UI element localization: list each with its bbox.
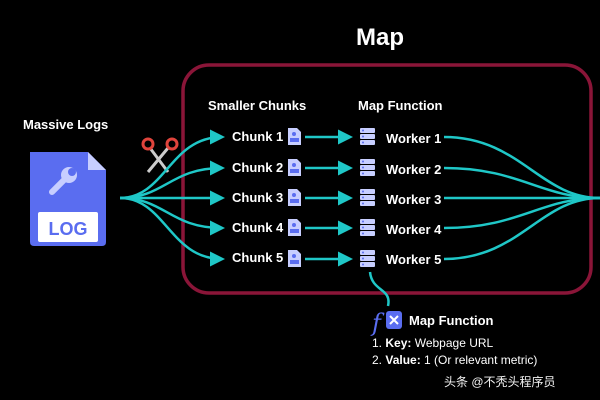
server-icon: [360, 250, 375, 267]
document-icon: [288, 250, 301, 267]
worker-label-2: Worker 2: [386, 162, 442, 177]
item-value: Webpage URL: [411, 336, 494, 350]
function-note-item-2: 2. Value: 1 (Or relevant metric): [372, 353, 537, 367]
chunk-label-3: Chunk 3: [232, 190, 284, 205]
function-note-item-1: 1. Key: Webpage URL: [372, 336, 493, 350]
function-icon: f: [370, 309, 402, 337]
chunk-label-2: Chunk 2: [232, 160, 284, 175]
worker-label-3: Worker 3: [386, 192, 442, 207]
worker-label-4: Worker 4: [386, 222, 442, 237]
chunk-label-5: Chunk 5: [232, 250, 284, 265]
worker-label-1: Worker 1: [386, 131, 442, 146]
chunk-label-1: Chunk 1: [232, 129, 284, 144]
split-arrow: [119, 160, 225, 200]
server-icon: [360, 189, 375, 206]
source-label: Massive Logs: [23, 117, 109, 132]
item-number: 2.: [372, 353, 383, 367]
chunk-label-4: Chunk 4: [232, 220, 284, 235]
svg-text:f: f: [370, 309, 385, 337]
split-arrow: [119, 196, 225, 236]
item-key: Value:: [385, 353, 421, 367]
item-value: 1 (Or relevant metric): [420, 353, 538, 367]
map-frame: [181, 63, 593, 295]
document-icon: [288, 189, 301, 206]
log-badge: LOG: [48, 219, 88, 239]
document-icon: [288, 219, 301, 236]
server-icon: [360, 128, 375, 145]
chunks-column-header: Smaller Chunks: [208, 98, 307, 113]
watermark: 头条 @不秃头程序员: [444, 375, 556, 389]
document-icon: [288, 128, 301, 145]
item-key: Key:: [385, 336, 412, 350]
output-curve: [443, 196, 600, 261]
server-icon: [360, 219, 375, 236]
log-file-icon: [30, 152, 106, 246]
output-curve: [443, 135, 600, 200]
map-column-header: Map Function: [358, 98, 443, 113]
item-number: 1.: [372, 336, 383, 350]
output-curve: [443, 166, 600, 200]
page-title: Map: [356, 24, 404, 51]
function-connector: [368, 271, 390, 307]
scissors-icon: [141, 137, 179, 173]
server-icon: [360, 159, 375, 176]
function-note-title: Map Function: [409, 313, 494, 328]
split-arrow: [119, 129, 225, 200]
worker-label-5: Worker 5: [386, 252, 442, 267]
split-arrow: [119, 196, 225, 267]
document-icon: [288, 159, 301, 176]
